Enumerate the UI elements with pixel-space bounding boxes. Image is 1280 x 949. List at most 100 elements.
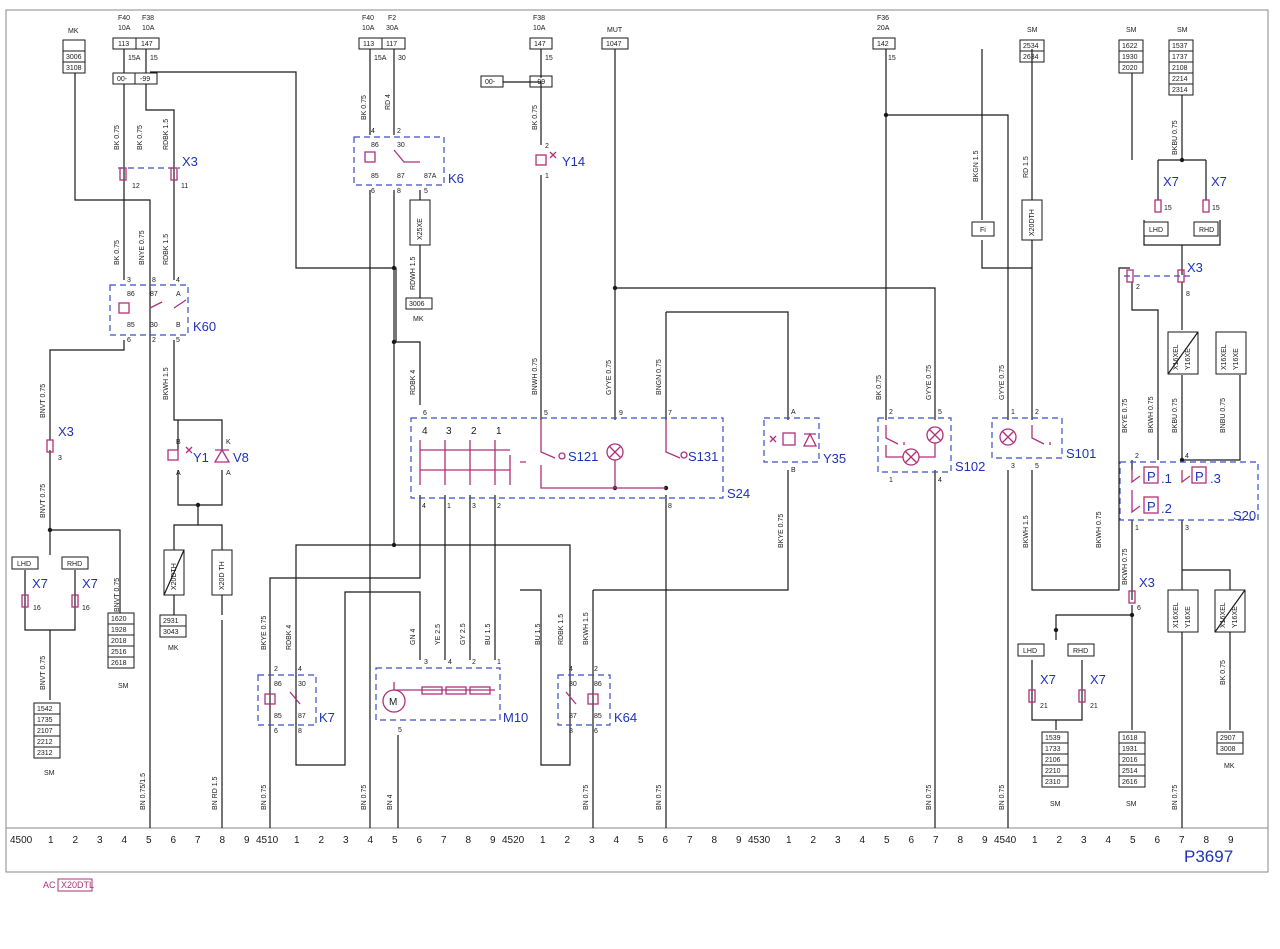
sm-left1-cell xyxy=(107,656,135,669)
wire-color-label: BKGN 1.5 xyxy=(973,150,980,182)
sm-label-top2: SM xyxy=(1126,27,1137,34)
ruler-number: 6 xyxy=(1155,835,1161,846)
sm-top3-val-2: 2108 xyxy=(1172,65,1188,72)
sm-top3-val-3: 2214 xyxy=(1172,76,1188,83)
fuse-rating-a: 15A xyxy=(128,55,141,62)
ruler-number: 3 xyxy=(589,835,595,846)
fuse-pair1-b: -99 xyxy=(140,76,150,83)
var-x20dth-left: X20DTH xyxy=(171,563,178,590)
svg-text:4: 4 xyxy=(422,426,428,437)
fuse-f38b-name: F38 xyxy=(533,15,545,22)
mk-b-value: 3008 xyxy=(1220,746,1236,753)
wire-color-label: BN 0.75 xyxy=(999,785,1006,810)
sm-left2-value: 2212 xyxy=(37,739,53,746)
svg-text:1: 1 xyxy=(889,477,893,484)
ruler-number: 6 xyxy=(417,835,423,846)
mk-k6-val: 3006 xyxy=(409,301,425,308)
ruler-number: 8 xyxy=(712,835,718,846)
svg-text:3: 3 xyxy=(1011,463,1015,470)
sm-left1-value: 2018 xyxy=(111,638,127,645)
wire-color-label: BK 0.75 xyxy=(532,105,539,130)
footer-prefix: AC xyxy=(43,880,56,890)
svg-text:8: 8 xyxy=(1186,291,1190,298)
svg-text:K: K xyxy=(226,439,231,446)
sm-ref-top: SM 2534 2634 SM 1622 1930 2020 SM 1537 1… xyxy=(1019,27,1194,96)
y35-label: Y35 xyxy=(823,451,846,466)
rhd-right: RHD xyxy=(1073,648,1088,655)
sm-label-b1: SM xyxy=(1050,801,1061,808)
svg-text:2: 2 xyxy=(1035,409,1039,416)
wire-color-label: BN 0.75 xyxy=(656,785,663,810)
sm-b2-value: 1931 xyxy=(1122,746,1138,753)
svg-text:30: 30 xyxy=(397,142,405,149)
ruler-number: 2 xyxy=(319,835,325,846)
wire-color-label: RDWH 1.5 xyxy=(410,256,417,290)
ruler-number: 9 xyxy=(736,835,742,846)
svg-text:85: 85 xyxy=(274,713,282,720)
wire-color-label: BN 0.75 xyxy=(361,785,368,810)
svg-text:86: 86 xyxy=(594,681,602,688)
fuse-rating-b: 15 xyxy=(150,55,158,62)
x3-connector-mid: X3 3 xyxy=(46,424,74,462)
wire-color-label: BU 1.5 xyxy=(535,623,542,645)
x3-label-top: X3 xyxy=(182,154,198,169)
wire-color-label: BKWH 0.75 xyxy=(1122,548,1129,585)
s20-label: S20 xyxy=(1233,508,1256,523)
x3-connector-right-low: X3 6 xyxy=(1128,575,1155,612)
mk-label-top: MK xyxy=(68,28,79,35)
sm-label-top1: SM xyxy=(1027,27,1038,34)
svg-text:3: 3 xyxy=(446,426,452,437)
ruler-number: 9 xyxy=(982,835,988,846)
svg-text:15: 15 xyxy=(1212,205,1220,212)
fuse-f38-rating: 10A xyxy=(142,25,155,32)
svg-text:2: 2 xyxy=(152,337,156,344)
s20-p3-icon: P xyxy=(1195,469,1204,484)
footer-badge xyxy=(57,878,93,892)
fuse-mut-value: 1047 xyxy=(606,41,622,48)
wire-color-label: BK 0.75 xyxy=(1220,660,1227,685)
svg-text:2: 2 xyxy=(472,659,476,666)
motor-m-icon: M xyxy=(389,697,397,708)
svg-text:30: 30 xyxy=(150,322,158,329)
ruler-number: 8 xyxy=(466,835,472,846)
ruler-number: 8 xyxy=(220,835,226,846)
var-y16xe-b: Y16XE xyxy=(1233,348,1240,370)
wire-color-label: RDBK 4 xyxy=(410,370,417,395)
fuse-rating-c: 15A xyxy=(374,55,387,62)
wire-color-label: BK 0.75 xyxy=(361,95,368,120)
wire-color-label: BK 0.75 xyxy=(114,125,121,150)
ruler-number: 5 xyxy=(146,835,152,846)
svg-text:A: A xyxy=(791,409,796,416)
ruler-number: 1 xyxy=(1032,835,1038,846)
svg-text:5: 5 xyxy=(176,337,180,344)
svg-text:A: A xyxy=(176,291,181,298)
s131-label: S131 xyxy=(688,449,718,464)
sm-left2-value: 1735 xyxy=(37,717,53,724)
v8-label: V8 xyxy=(233,450,249,465)
var-x25xe: X25XE xyxy=(417,218,424,240)
wire-color-label: BKBU 0.75 xyxy=(1172,398,1179,433)
sm-b1-value: 1733 xyxy=(1045,746,1061,753)
mk-ref-top: MK 3006 3108 xyxy=(62,28,86,74)
sm-left1-value: 2516 xyxy=(111,649,127,656)
ruler-block-label: 4530 xyxy=(748,835,771,846)
sm-left2-value: 1542 xyxy=(37,706,53,713)
x3-connector-left: X3 12 11 xyxy=(118,154,198,190)
svg-text:6: 6 xyxy=(594,728,598,735)
wire-color-label: BN 0.75/1.5 xyxy=(140,773,147,810)
sm-label-b2: SM xyxy=(1126,801,1137,808)
fuse-mut-name: MUT xyxy=(607,27,623,34)
svg-text:8: 8 xyxy=(569,728,573,735)
var-x16xel-d: X16XEL xyxy=(1220,602,1227,628)
fuse-pair2-a: 00- xyxy=(485,79,496,86)
svg-text:2: 2 xyxy=(889,409,893,416)
fuse-f2-rating: 30A xyxy=(386,25,399,32)
var-y16xe-c: Y16XE xyxy=(1185,606,1192,628)
var-x16xel-a: X16XEL xyxy=(1173,344,1180,370)
